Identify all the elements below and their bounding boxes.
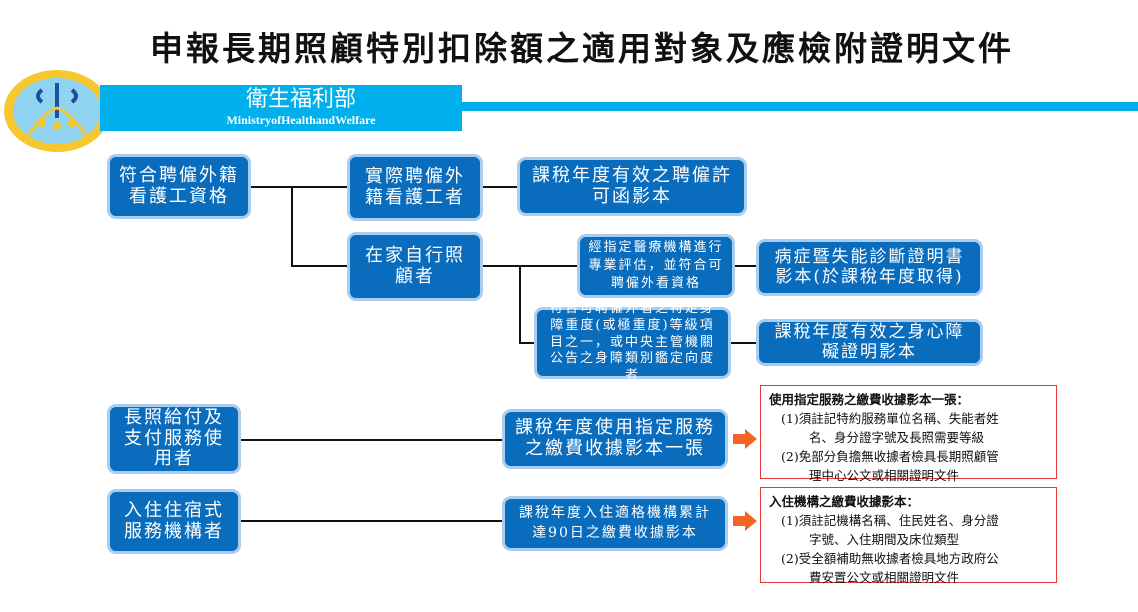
node-diagnosis-certificate: 病症暨失能診斷證明書影本(於課稅年度取得) bbox=[756, 239, 983, 296]
node-employment-permit: 課稅年度有效之聘僱許可函影本 bbox=[517, 157, 747, 216]
connector bbox=[734, 265, 757, 267]
node-disability-certificate: 課稅年度有效之身心障礙證明影本 bbox=[756, 319, 983, 366]
header-banner: 衛生福利部 MinistryofHealthandWelfare bbox=[100, 85, 462, 131]
note-institution-receipt: 入住機構之繳費收據影本： (1)須註記機構名稱、住民姓名、身分證 字號、入住期間… bbox=[760, 487, 1057, 585]
connector bbox=[482, 186, 518, 188]
note-item-cont: 字號、入住期間及床位類型 bbox=[809, 532, 960, 547]
page-title: 申報長期照顧特別扣除額之適用對象及應檢附證明文件 bbox=[150, 29, 1014, 68]
connector bbox=[291, 265, 348, 267]
connector bbox=[519, 342, 535, 344]
node-residential-institution: 入住住宿式服務機構者 bbox=[107, 489, 241, 554]
org-name-zh: 衛生福利部 bbox=[245, 87, 356, 112]
connector bbox=[240, 520, 503, 522]
header-line bbox=[462, 102, 1138, 111]
note-service-receipt: 使用指定服務之繳費收據影本一張： (1)須註記特約服務單位名稱、失能者姓 名、身… bbox=[760, 385, 1057, 483]
node-medical-assessment: 經指定醫療機構進行專業評估，並符合可聘僱外看資格 bbox=[577, 234, 735, 298]
note-item-cont: 費安置公文或相關證明文件 bbox=[809, 570, 960, 585]
org-name-en: MinistryofHealthandWelfare bbox=[226, 113, 376, 127]
arrow-right-icon bbox=[733, 429, 757, 449]
note-item: (2)免部分負擔無收據者檢具長期照顧管 bbox=[781, 449, 999, 464]
note-item: (2)受全額補助無收據者檢具地方政府公 bbox=[781, 551, 999, 566]
node-foreign-caregiver-eligible: 符合聘僱外籍看護工資格 bbox=[107, 154, 251, 219]
node-institution-receipt: 課稅年度入住適格機構累計達90日之繳費收據影本 bbox=[502, 496, 728, 551]
connector bbox=[250, 186, 348, 188]
connector bbox=[240, 439, 503, 441]
node-actual-employer: 實際聘僱外籍看護工者 bbox=[347, 154, 483, 221]
node-ltc-service-user: 長照給付及支付服務使用者 bbox=[107, 404, 241, 474]
note-heading: 使用指定服務之繳費收據影本一張： bbox=[769, 392, 970, 407]
connector bbox=[730, 342, 757, 344]
node-self-care: 在家自行照顧者 bbox=[347, 232, 483, 301]
node-disability-level: 符合可聘僱外看之特定身障重度(或極重度)等級項目之一，或中央主管機關公告之身障類… bbox=[534, 301, 731, 383]
note-item-cont: 名、身分證字號及長照需要等級 bbox=[809, 430, 985, 445]
note-item-cont: 理中心公文或相關證明文件 bbox=[809, 468, 960, 483]
note-heading: 入住機構之繳費收據影本： bbox=[769, 494, 920, 509]
note-item: (1)須註記機構名稱、住民姓名、身分證 bbox=[781, 513, 999, 528]
connector bbox=[291, 186, 293, 267]
ministry-logo bbox=[4, 70, 110, 152]
arrow-right-icon bbox=[733, 511, 757, 531]
connector bbox=[482, 265, 578, 267]
note-item: (1)須註記特約服務單位名稱、失能者姓 bbox=[781, 411, 999, 426]
node-service-receipt: 課稅年度使用指定服務之繳費收據影本一張 bbox=[502, 409, 728, 469]
connector bbox=[519, 265, 521, 344]
